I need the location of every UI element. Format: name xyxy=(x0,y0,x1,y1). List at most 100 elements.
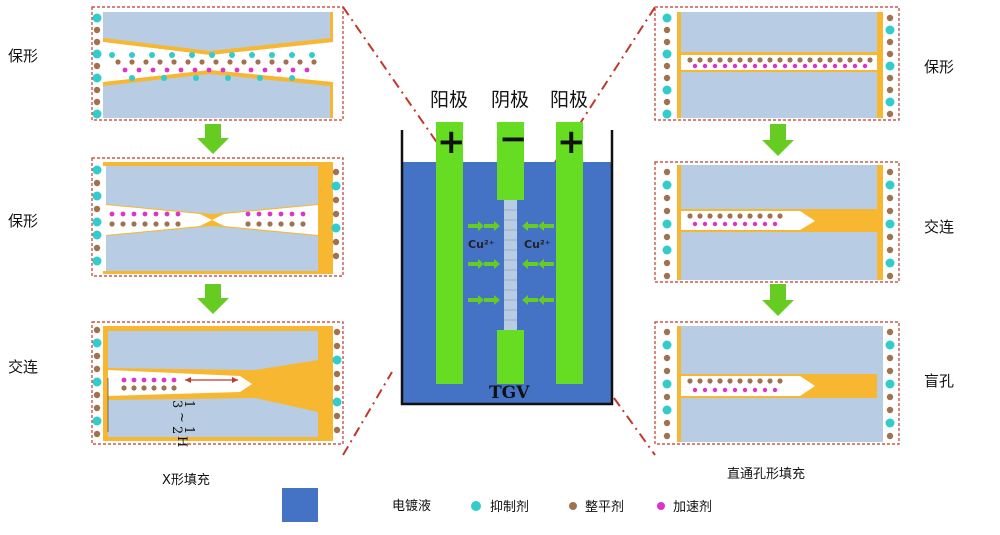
leveler-dot xyxy=(93,352,101,360)
leveler-dot xyxy=(171,59,177,65)
leveler-dot xyxy=(255,59,261,65)
leveler-dot xyxy=(297,59,303,65)
leveler-dot xyxy=(311,59,317,65)
suppressor-dot xyxy=(332,355,342,365)
arrow-left-icon xyxy=(522,221,538,231)
suppressor-dot xyxy=(662,49,672,59)
leveler-dot xyxy=(767,213,773,219)
suppressor-dot xyxy=(885,180,895,190)
suppressor-dot xyxy=(662,13,672,23)
leveler-dot xyxy=(707,378,713,384)
leveler-dot xyxy=(886,50,894,58)
accelerator-dot xyxy=(120,211,126,217)
leveler-dot xyxy=(663,98,671,106)
leveler-dot xyxy=(93,86,101,94)
leveler-dot xyxy=(837,57,843,63)
leveler-dot xyxy=(663,233,671,241)
leveler-dot xyxy=(109,221,115,227)
accelerator-dot xyxy=(812,63,818,69)
leveler-dot xyxy=(151,385,157,391)
leveler-dot xyxy=(867,57,873,63)
accelerator-dot xyxy=(131,377,137,383)
leveler-dot xyxy=(129,59,135,65)
suppressor-dot xyxy=(662,180,672,190)
accelerator-dot xyxy=(752,63,758,69)
leveler-dot xyxy=(93,365,101,373)
suppressor-dot xyxy=(92,165,102,175)
accelerator-dot xyxy=(300,211,306,217)
leveler-dot xyxy=(663,328,671,336)
accelerator-dot xyxy=(772,221,778,227)
accelerator-dot xyxy=(822,63,828,69)
accelerator-dot xyxy=(762,63,768,69)
suppressor-dot xyxy=(289,75,295,81)
suppressor-dot xyxy=(161,75,167,81)
leveler-dot xyxy=(157,59,163,65)
leveler-dot xyxy=(121,385,127,391)
leveler-dot xyxy=(164,221,170,227)
leveler-dot xyxy=(886,354,894,362)
leveler-dot xyxy=(663,272,671,280)
leveler-dot xyxy=(333,426,341,434)
leveler-dot xyxy=(142,221,148,227)
leveler-dot xyxy=(227,59,233,65)
leveler-dot xyxy=(747,213,753,219)
leveler-dot xyxy=(886,74,894,82)
ion-label-right: Cu²⁺ xyxy=(524,238,551,251)
leveler-dot xyxy=(663,259,671,267)
leveler-dot xyxy=(747,57,753,63)
arrow-right-icon xyxy=(468,259,484,269)
leveler-dot xyxy=(886,14,894,22)
electrode-label-anode-left: 阳极 xyxy=(430,89,468,111)
leveler-dot xyxy=(300,221,306,227)
leveler-dot xyxy=(333,328,341,336)
suppressor-dot xyxy=(92,217,102,227)
arrow-right-icon xyxy=(484,295,500,305)
accelerator-dot xyxy=(248,67,254,73)
accelerator-dot xyxy=(109,211,115,217)
minus-sign: − xyxy=(499,119,528,159)
suppressor-dot xyxy=(169,52,175,58)
leveler-dot xyxy=(797,57,803,63)
suppressor-dot xyxy=(332,397,342,407)
leveler-dot xyxy=(757,213,763,219)
accelerator-dot xyxy=(702,387,708,393)
accelerator-dot xyxy=(732,63,738,69)
leveler-dot xyxy=(120,221,126,227)
leveler-dot xyxy=(289,221,295,227)
accelerator-dot xyxy=(842,63,848,69)
arrow-left-icon xyxy=(522,259,538,269)
additive-dots xyxy=(92,326,342,438)
left-panel-3 xyxy=(91,321,344,445)
accelerator-dot xyxy=(762,221,768,227)
right-caption: 直通孔形填充 xyxy=(727,466,805,482)
plus-sign-left: + xyxy=(437,122,466,162)
leveler-dot xyxy=(663,62,671,70)
accelerator-dot xyxy=(742,63,748,69)
leveler-dot xyxy=(886,110,894,118)
leveler-dot xyxy=(757,57,763,63)
accelerator-dot xyxy=(171,377,177,383)
leveler-dot xyxy=(886,194,894,202)
suppressor-dot xyxy=(662,340,672,350)
leveler-dot xyxy=(131,221,137,227)
cathode-top xyxy=(497,122,524,200)
additive-dots xyxy=(92,165,341,266)
leveler-dot xyxy=(93,205,101,213)
suppressor-dot xyxy=(229,52,235,58)
leveler-dot xyxy=(886,246,894,254)
accelerator-dot xyxy=(142,211,148,217)
right-label-3: 盲孔 xyxy=(924,372,954,390)
accelerator-dot xyxy=(772,387,778,393)
leveler-dot xyxy=(256,221,262,227)
dimension-label-part: 2 xyxy=(169,426,184,434)
suppressor-dot xyxy=(885,340,895,350)
suppressor-dot xyxy=(92,191,102,201)
suppressor-dot xyxy=(885,61,895,71)
suppressor-dot xyxy=(92,109,102,119)
dimension-label-part: 1 xyxy=(181,400,196,408)
suppressor-dot xyxy=(662,405,672,415)
leveler-dot xyxy=(697,378,703,384)
leveler-dot xyxy=(93,26,101,34)
